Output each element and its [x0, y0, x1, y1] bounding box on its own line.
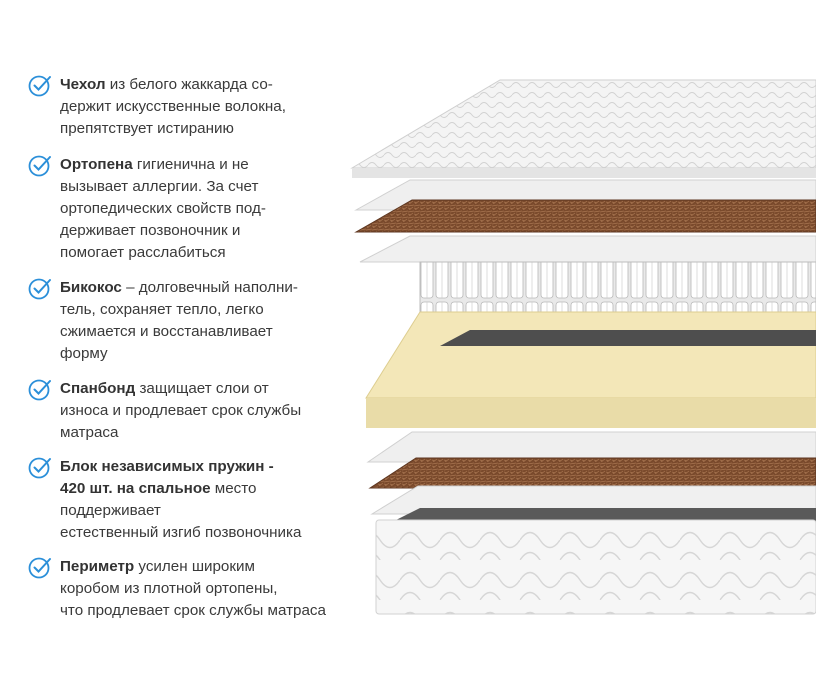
- feature-text: Блок независимых пружин - 420 шт. на спа…: [60, 456, 368, 544]
- feature-cover: Чехол из белого жаккарда со- держит иску…: [28, 74, 368, 140]
- feature-line: держит искусственные волокна,: [60, 98, 286, 115]
- feature-line: сжимается и восстанавливает: [60, 323, 273, 340]
- feature-line: препятствует истиранию: [60, 120, 234, 137]
- feature-bicoco: Бикокос – долговечный наполни- тель, сох…: [28, 277, 368, 365]
- check-circle-icon: [28, 457, 51, 479]
- feature-text: Спанбонд защищает слои от износа и продл…: [60, 378, 368, 444]
- feature-line: место: [210, 480, 257, 497]
- feature-title: Периметр: [60, 558, 135, 575]
- feature-text: Чехол из белого жаккарда со- держит иску…: [60, 74, 368, 140]
- feature-line: защищает слои от: [135, 380, 269, 397]
- feature-line: усилен широким: [134, 558, 255, 575]
- feature-title: Бикокос: [60, 279, 122, 296]
- layer-coir-top: [354, 199, 816, 233]
- feature-line: помогает расслабиться: [60, 244, 226, 261]
- feature-line: вызывает аллергии. За счет: [60, 178, 259, 195]
- feature-line: коробом из плотной ортопены,: [60, 580, 278, 597]
- feature-line: матраса: [60, 424, 119, 441]
- feature-line: из белого жаккарда со-: [105, 76, 273, 93]
- mattress-layers-illustration: [350, 79, 816, 615]
- feature-line: что продлевает срок службы матраса: [60, 602, 326, 619]
- feature-text: Периметр усилен широким коробом из плотн…: [60, 556, 368, 622]
- feature-text: Ортопена гигиенична и не вызывает аллерг…: [60, 154, 368, 264]
- feature-spring-block: Блок независимых пружин - 420 шт. на спа…: [28, 456, 368, 544]
- feature-line: ортопедических свойств под-: [60, 200, 266, 217]
- feature-title-2: 420 шт. на спальное: [60, 480, 211, 497]
- feature-line: держивает позвоночник и: [60, 222, 241, 239]
- feature-title: Ортопена: [60, 156, 133, 173]
- layer-perimeter-foam: [365, 311, 816, 428]
- check-circle-icon: [28, 557, 51, 579]
- layer-bottom-cover: [375, 508, 816, 615]
- check-circle-icon: [28, 155, 51, 177]
- feature-spunbond: Спанбонд защищает слои от износа и продл…: [28, 378, 368, 444]
- feature-title: Чехол: [60, 76, 106, 93]
- feature-line: гигиенична и не: [132, 156, 249, 173]
- check-circle-icon: [28, 379, 51, 401]
- feature-title: Спанбонд: [60, 380, 136, 397]
- feature-line: – долговечный наполни-: [121, 279, 298, 296]
- feature-line: тель, сохраняет тепло, легко: [60, 301, 264, 318]
- feature-title: Блок независимых пружин -: [60, 458, 274, 475]
- feature-line: естественный изгиб позвоночника: [60, 524, 302, 541]
- layer-cover: [350, 79, 816, 178]
- feature-text: Бикокос – долговечный наполни- тель, сох…: [60, 277, 368, 365]
- feature-perimeter: Периметр усилен широким коробом из плотн…: [28, 556, 368, 622]
- feature-line: поддерживает: [60, 502, 161, 519]
- feature-list: Чехол из белого жаккарда со- держит иску…: [0, 0, 370, 700]
- layer-spunbond-mid: [359, 235, 816, 263]
- layer-coir-lower: [368, 457, 816, 489]
- feature-line: форму: [60, 345, 108, 362]
- check-circle-icon: [28, 75, 51, 97]
- feature-orthofoam: Ортопена гигиенична и не вызывает аллерг…: [28, 154, 368, 264]
- check-circle-icon: [28, 278, 51, 300]
- feature-line: износа и продлевает срок службы: [60, 402, 302, 419]
